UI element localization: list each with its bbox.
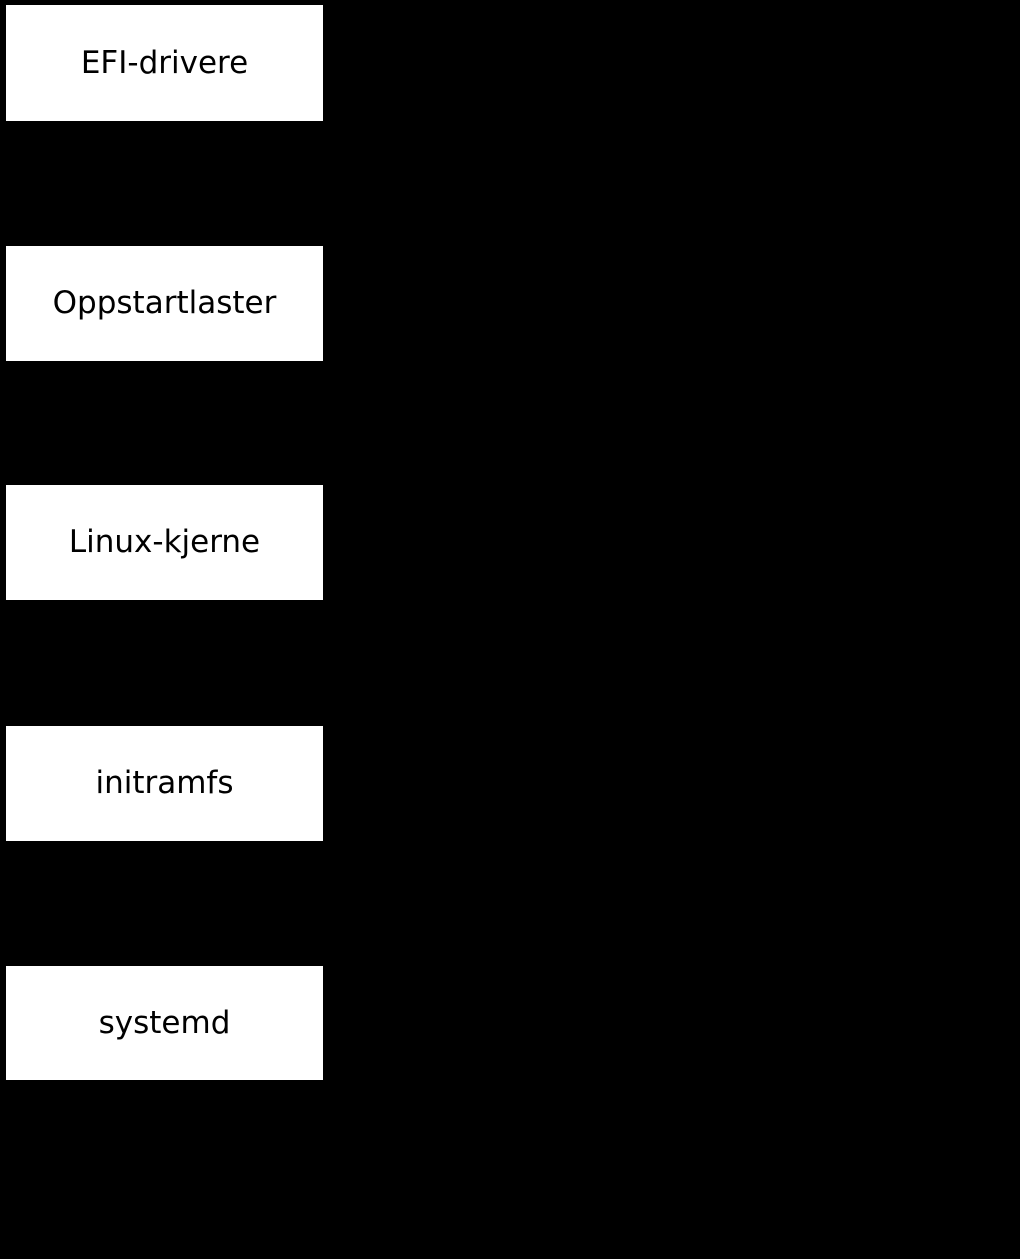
node-label: Linux-kjerne — [68, 524, 261, 560]
node-label: Oppstartlaster — [52, 285, 277, 321]
node-linux-kjerne: Linux-kjerne — [6, 485, 323, 600]
node-efi-drivere: EFI-drivere — [6, 5, 323, 121]
node-label: initramfs — [95, 765, 234, 801]
node-systemd: systemd — [6, 966, 323, 1080]
node-oppstartlaster: Oppstartlaster — [6, 246, 323, 361]
node-initramfs: initramfs — [6, 726, 323, 841]
node-label: systemd — [98, 1004, 231, 1041]
node-label: EFI-drivere — [80, 44, 249, 81]
